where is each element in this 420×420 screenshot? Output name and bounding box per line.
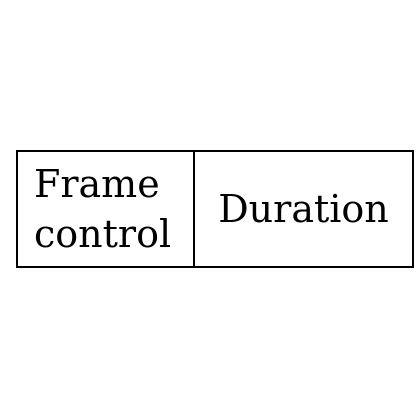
field-frame-control: Frame control xyxy=(18,152,195,266)
field-duration: Duration xyxy=(195,152,412,266)
field-frame-control-line-2: control xyxy=(34,212,172,256)
field-frame-control-line-1: Frame xyxy=(34,162,160,206)
field-duration-label: Duration xyxy=(218,187,389,231)
frame-format-table: Frame control Duration xyxy=(16,150,414,268)
field-frame-control-label: Frame control xyxy=(34,159,171,259)
